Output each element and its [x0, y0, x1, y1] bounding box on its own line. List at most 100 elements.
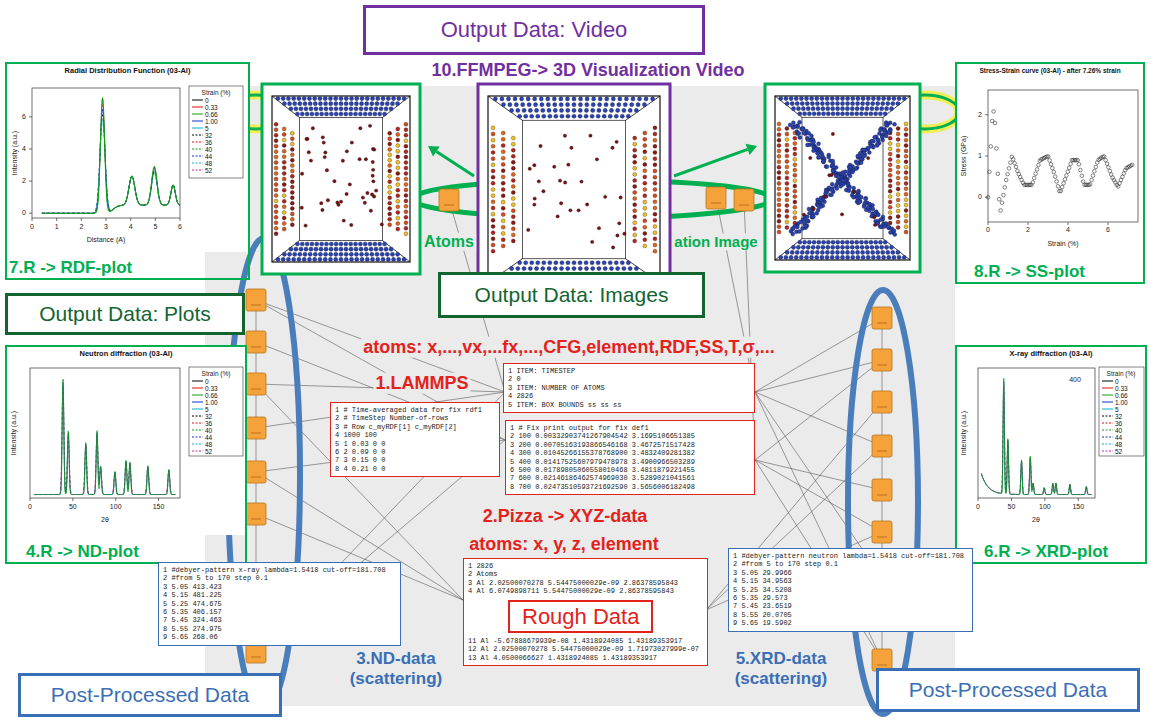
file-line: 1 # Time-averaged data for fix rdf1	[335, 406, 482, 414]
atom-snapshot	[274, 182, 278, 186]
atom-snapshot	[404, 161, 408, 165]
atom-snapshot	[396, 177, 400, 181]
atom-snapshot	[533, 197, 536, 200]
atom-snapshot	[633, 184, 637, 188]
atom-snapshot	[546, 97, 550, 101]
atom-snapshot	[388, 153, 392, 157]
atom-snapshot	[871, 102, 875, 106]
plot-drawing	[34, 382, 175, 494]
atom-snapshot	[797, 131, 801, 135]
atom-snapshot	[775, 239, 802, 260]
atom-snapshot	[501, 219, 505, 223]
output-box: Post-Processed Data	[18, 673, 282, 717]
atom-snapshot	[856, 255, 860, 259]
atom-snapshot	[775, 96, 910, 260]
atom-snapshot	[374, 107, 378, 111]
file-line: 9 5.65 19.5902	[733, 619, 792, 627]
legend-text: 52	[205, 167, 212, 174]
file-line: 4 Al 6.0749898711 5.54475000029e-09 2.86…	[468, 587, 674, 595]
atom-snapshot	[628, 266, 632, 270]
atom-snapshot	[861, 96, 865, 100]
atom-snapshot	[511, 154, 515, 158]
atom-snapshot	[404, 150, 408, 154]
atom-snapshot	[859, 240, 863, 244]
atom-snapshot	[821, 160, 825, 164]
atom-snapshot	[354, 247, 358, 251]
atom-snapshot	[376, 96, 380, 100]
atom-snapshot	[313, 252, 317, 256]
atom-snapshot	[643, 238, 647, 242]
file-line: 13 Al 4.0500066627 1.4318924085 1.431893…	[468, 654, 657, 662]
atom-snapshot	[307, 257, 311, 261]
atom-snapshot	[777, 133, 781, 137]
atom-snapshot	[888, 163, 892, 167]
atom-snapshot	[501, 144, 505, 148]
atom-snapshot	[396, 199, 400, 203]
atom-snapshot	[491, 200, 495, 204]
plot-drawing	[955, 62, 1145, 255]
atom-snapshot	[282, 210, 286, 214]
legend-swatch	[192, 413, 203, 419]
atom-snapshot	[785, 220, 789, 224]
atom-snapshot	[368, 112, 372, 116]
atom-snapshot	[904, 149, 908, 153]
atom-snapshot	[404, 128, 408, 132]
legend-entry: 36	[192, 420, 212, 427]
workflow-icon	[872, 307, 892, 329]
atom-snapshot	[380, 252, 384, 256]
atom-snapshot	[887, 96, 891, 100]
atom-snapshot	[501, 244, 505, 248]
atom-snapshot	[860, 245, 864, 249]
legend-line	[192, 100, 203, 101]
atom-snapshot	[569, 209, 572, 212]
plot-drawing	[155, 218, 156, 221]
atom-snapshot	[315, 112, 319, 116]
legend-swatch	[192, 118, 203, 124]
atom-snapshot	[777, 171, 781, 175]
atom-snapshot	[553, 165, 556, 168]
atom-snapshot	[888, 173, 892, 177]
legend-text: 1.00	[1115, 399, 1128, 406]
atom-snapshot	[643, 181, 647, 185]
atom-snapshot	[793, 205, 797, 209]
legend-text: 0.66	[205, 392, 218, 399]
file-line: 7 5.45 23.6519	[733, 602, 792, 610]
atom-snapshot	[374, 247, 378, 251]
plot-drawing	[5, 62, 250, 252]
atom-snapshot	[282, 199, 286, 203]
axis-label: 150	[151, 503, 167, 511]
plot-drawing	[1130, 163, 1134, 167]
axis-label: 1	[53, 223, 61, 231]
legend-swatch	[192, 153, 203, 159]
file-line: 8 700 0.02473510593721692590 3.565600618…	[510, 483, 695, 491]
atom-snapshot	[852, 195, 856, 199]
legend-text: 0	[205, 97, 209, 104]
atom-snapshot	[805, 102, 809, 106]
legend-entry: 48	[192, 160, 212, 167]
legend-line	[192, 114, 203, 115]
legend-entry: 5	[192, 125, 209, 132]
axis-label: 0	[28, 223, 36, 231]
atom-snapshot	[315, 242, 319, 246]
axis-label: 100	[108, 503, 124, 511]
atom-snapshot	[836, 240, 840, 244]
atom-snapshot	[396, 188, 400, 192]
atom-snapshot	[313, 257, 317, 261]
atom-snapshot	[840, 107, 844, 111]
atom-snapshot	[386, 96, 390, 100]
atom-snapshot	[565, 103, 569, 107]
atom-snapshot	[777, 127, 781, 131]
atom-snapshot	[370, 252, 374, 256]
atom-snapshot	[324, 151, 327, 154]
atom-snapshot	[290, 190, 294, 194]
atom-snapshot	[893, 122, 897, 126]
atom-snapshot	[290, 169, 294, 173]
atom-snapshot	[643, 194, 647, 198]
atom-snapshot	[308, 102, 312, 106]
atom-snapshot	[528, 266, 532, 270]
axis-label: 6	[1104, 226, 1112, 234]
atom-snapshot	[542, 261, 546, 265]
axis-label: 2	[20, 177, 28, 185]
legend-swatch	[192, 111, 203, 117]
atom-snapshot	[311, 127, 314, 130]
